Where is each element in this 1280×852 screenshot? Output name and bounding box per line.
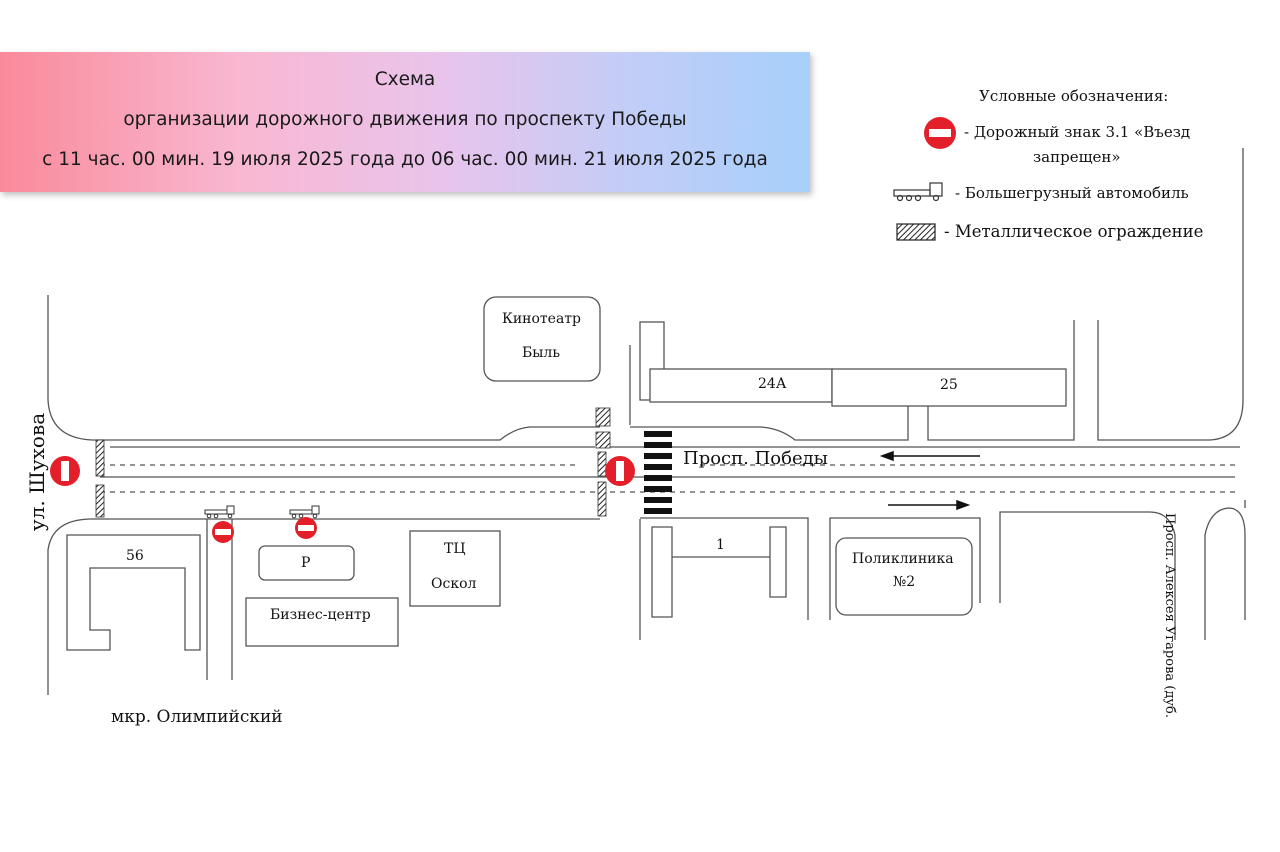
label-business-center: Бизнес-центр bbox=[270, 607, 371, 623]
label-parking: Р bbox=[301, 555, 311, 571]
legend-item-barrier: - Металлическое ограждение bbox=[944, 222, 1204, 241]
heavy-truck-icon bbox=[893, 182, 943, 202]
label-building-24a: 24А bbox=[758, 376, 787, 392]
pedestrian-crossing bbox=[644, 431, 672, 514]
no-entry-sign-icon bbox=[924, 117, 956, 149]
metal-barrier-icon bbox=[95, 439, 105, 518]
label-kinoteatr: Кинотеатр bbox=[502, 311, 582, 327]
building-24a bbox=[649, 368, 833, 403]
legend-item-no-entry: - Дорожный знак 3.1 «Въезд bbox=[964, 123, 1191, 141]
legend-item-truck: - Большегрузный автомобиль bbox=[955, 184, 1189, 202]
label-tc-oskol: Оскол bbox=[431, 576, 477, 592]
title-line-1: Схема bbox=[374, 69, 436, 90]
metal-barrier-icon bbox=[595, 407, 611, 517]
title-banner: Схема организации дорожного движения по … bbox=[0, 52, 810, 192]
label-kinoteatr-name: Быль bbox=[522, 345, 560, 361]
legend-item-no-entry-line2: запрещен» bbox=[1033, 148, 1121, 166]
heavy-truck-icon bbox=[289, 505, 320, 519]
building-56 bbox=[66, 534, 201, 651]
street-label-ugarova: Просп. Алексея Угарова (дуб. bbox=[1161, 513, 1177, 718]
legend-heading: Условные обозначения: bbox=[979, 87, 1169, 105]
label-tc: ТЦ bbox=[444, 541, 466, 557]
district-label-olimpiyskiy: мкр. Олимпийский bbox=[111, 707, 283, 727]
title-line-3: с 11 час. 00 мин. 19 июля 2025 года до 0… bbox=[42, 149, 768, 170]
building-business-center bbox=[245, 597, 399, 647]
label-polyclinic-number: №2 bbox=[893, 574, 916, 590]
no-entry-sign-icon bbox=[605, 456, 635, 486]
heavy-truck-icon bbox=[204, 505, 235, 519]
label-building-25: 25 bbox=[940, 377, 958, 393]
label-building-1: 1 bbox=[716, 537, 725, 553]
building-kinoteatr bbox=[483, 296, 601, 382]
street-label-shukhova: ул. Шухова bbox=[25, 412, 50, 532]
building-tc-oskol bbox=[409, 530, 501, 607]
no-entry-sign-icon bbox=[50, 456, 80, 486]
building-25 bbox=[831, 368, 1067, 407]
street-label-pobedy: Просп. Победы bbox=[683, 448, 829, 469]
no-entry-sign-icon bbox=[295, 517, 317, 539]
title-line-2: организации дорожного движения по проспе… bbox=[123, 109, 687, 130]
no-entry-sign-icon bbox=[212, 521, 234, 543]
building-1 bbox=[651, 526, 787, 618]
metal-barrier-icon bbox=[896, 223, 936, 241]
building-parking bbox=[258, 545, 355, 581]
building-polyclinic bbox=[835, 537, 973, 616]
label-building-56: 56 bbox=[126, 548, 144, 564]
label-polyclinic: Поликлиника bbox=[852, 551, 954, 567]
